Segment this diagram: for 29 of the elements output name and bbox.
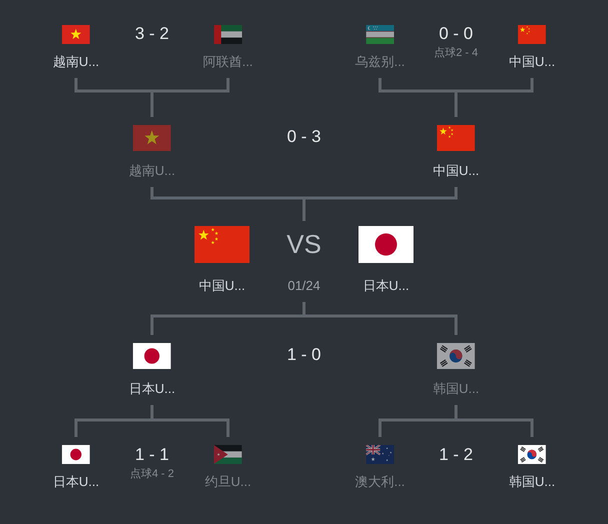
- team-name: 中国U...: [198, 277, 246, 294]
- team-name: 澳大利...: [355, 473, 405, 490]
- penalty-score: 点球4 - 2: [130, 467, 174, 481]
- bracket-line: [454, 78, 534, 117]
- vs-text: VS: [286, 229, 322, 259]
- penalty-score: 点球2 - 4: [434, 46, 478, 60]
- match-score: 0 - 0: [438, 24, 474, 44]
- team-name: 韩国U...: [508, 473, 556, 490]
- team-name: 中国U...: [508, 53, 556, 70]
- bracket-line: [150, 78, 230, 117]
- match-score: 3 - 2: [134, 24, 170, 44]
- team-name: 日本U...: [362, 277, 410, 294]
- match-score: 0 - 3: [286, 127, 322, 147]
- team-name: 越南U...: [128, 162, 176, 179]
- bracket-line: [302, 302, 458, 335]
- team-name: 中国U...: [432, 162, 480, 179]
- team-name: 越南U...: [52, 53, 100, 70]
- match-date: 01/24: [288, 277, 320, 294]
- team-name: 乌兹别...: [355, 53, 405, 70]
- team-name: 日本U...: [52, 473, 100, 490]
- team-name: 阿联酋...: [203, 53, 253, 70]
- match-score: 1 - 0: [286, 345, 322, 365]
- bracket-line: [454, 405, 534, 437]
- match-score: 1 - 2: [438, 445, 474, 465]
- team-name: 韩国U...: [432, 380, 480, 397]
- team-name: 约旦U...: [204, 473, 252, 490]
- match-score: 1 - 1: [134, 445, 170, 465]
- team-name: 日本U...: [128, 380, 176, 397]
- bracket-line: [150, 405, 230, 437]
